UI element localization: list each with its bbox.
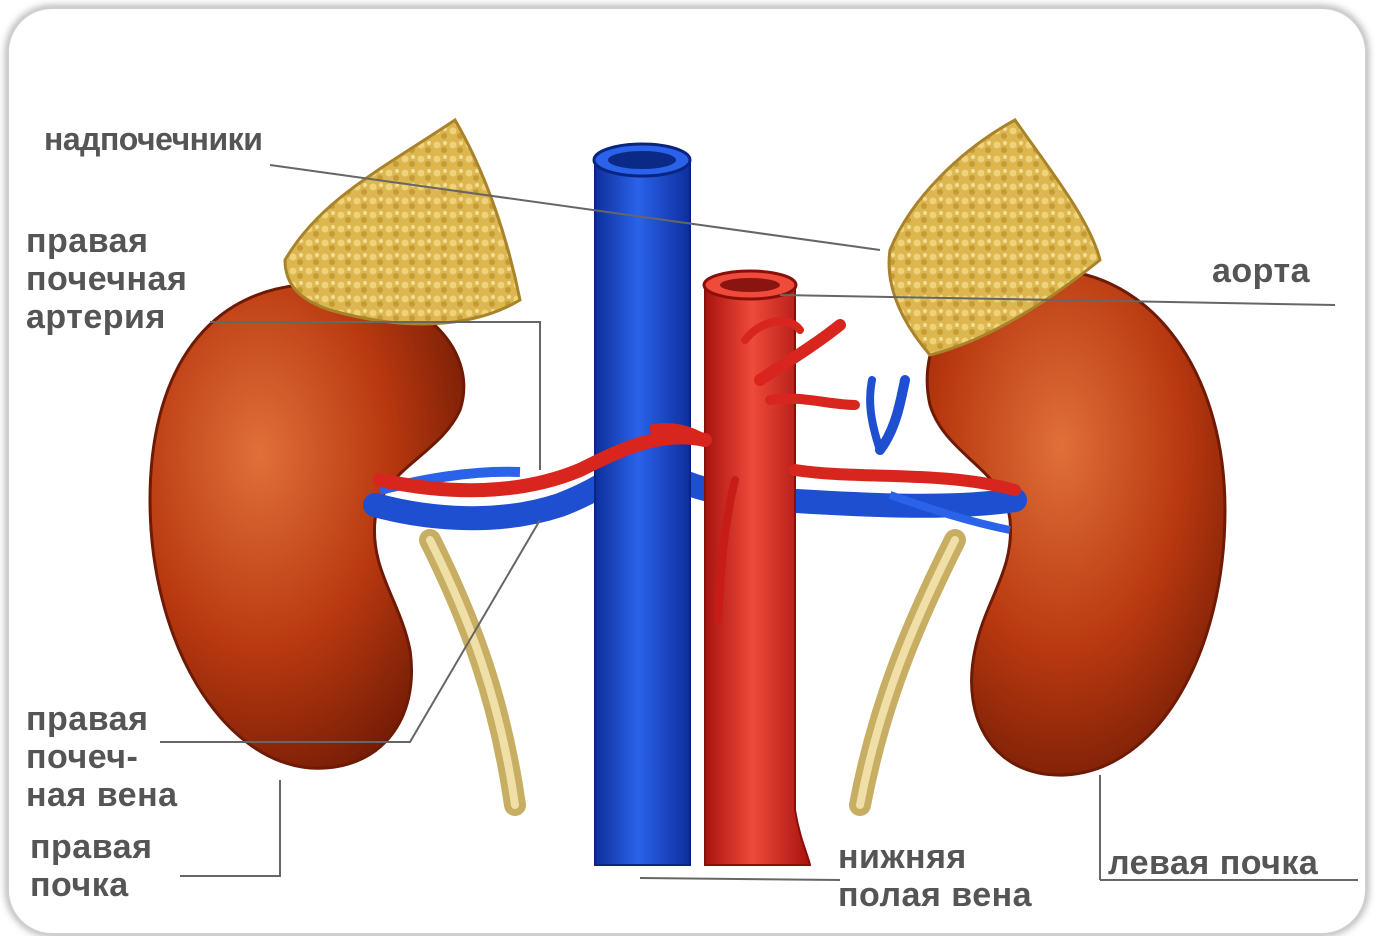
label-adrenal-glands: надпочечники	[44, 120, 262, 158]
right-adrenal-gland	[285, 120, 520, 324]
inferior-vena-cava-vessel	[595, 160, 690, 865]
left-renal-artery	[795, 470, 1015, 490]
right-kidney-shape	[150, 285, 464, 768]
right-ureter	[430, 540, 515, 805]
left-ureter	[860, 540, 955, 805]
label-right-renal-artery: правая почечная артерия	[26, 222, 187, 336]
label-left-kidney: левая почка	[1108, 844, 1318, 882]
label-aorta: аорта	[1212, 252, 1310, 290]
label-inferior-vena-cava: нижняя полая вена	[838, 838, 1032, 914]
label-right-renal-vein: правая почеч- ная вена	[26, 700, 178, 814]
label-right-kidney: правая почка	[30, 828, 152, 904]
